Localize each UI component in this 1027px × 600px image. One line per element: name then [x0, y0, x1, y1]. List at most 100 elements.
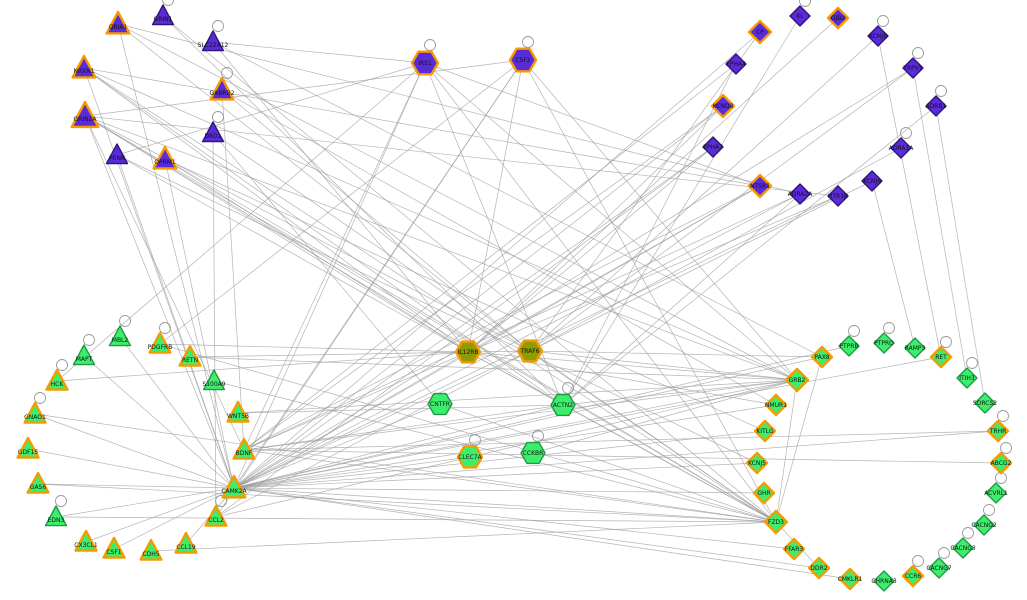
- self-loop: [997, 410, 1009, 422]
- node-WNT5B[interactable]: [226, 400, 250, 423]
- node-TRPV1[interactable]: [902, 57, 924, 79]
- node-EPHA7[interactable]: [702, 136, 724, 158]
- edge: [233, 456, 471, 489]
- node-GRIN1[interactable]: [151, 4, 175, 26]
- node-ABCG2[interactable]: [989, 451, 1013, 475]
- node-layer: [16, 4, 1013, 592]
- node-IRS1[interactable]: [410, 50, 440, 76]
- node-CCL2[interactable]: [204, 504, 228, 527]
- node-DRD1[interactable]: [201, 121, 225, 143]
- edge: [522, 59, 777, 523]
- edge: [119, 336, 235, 489]
- self-loop: [966, 357, 978, 369]
- edge: [233, 350, 531, 489]
- node-CHRNA3[interactable]: [873, 570, 895, 592]
- node-GDF15[interactable]: [16, 436, 40, 459]
- node-ITIH3[interactable]: [956, 367, 978, 389]
- node-GRIA1[interactable]: [105, 10, 131, 35]
- node-GRB2[interactable]: [784, 367, 810, 393]
- edge: [562, 404, 777, 523]
- node-S100A9[interactable]: [202, 369, 226, 391]
- node-HCK[interactable]: [45, 368, 69, 391]
- edge: [113, 487, 235, 550]
- node-KCNQ3[interactable]: [710, 93, 736, 119]
- node-GNAO1[interactable]: [23, 401, 47, 424]
- node-SLC22A12[interactable]: [201, 30, 225, 52]
- self-loop: [55, 495, 67, 507]
- node-ACTN2[interactable]: [550, 393, 576, 417]
- node-EDN3[interactable]: [44, 505, 68, 527]
- node-EPHA4[interactable]: [725, 53, 747, 75]
- node-GABRB2[interactable]: [209, 76, 235, 101]
- node-ADRA1A[interactable]: [890, 137, 912, 159]
- node-FZD3[interactable]: [763, 509, 789, 535]
- node-SORCS2[interactable]: [974, 392, 996, 414]
- node-PAX8[interactable]: [810, 345, 834, 369]
- node-CSF2[interactable]: [508, 47, 538, 73]
- node-RAMP3[interactable]: [904, 337, 926, 359]
- node-RET[interactable]: [929, 345, 953, 369]
- edge: [215, 59, 524, 518]
- node-CX3CL1[interactable]: [74, 529, 98, 552]
- node-FFAR3[interactable]: [782, 537, 806, 561]
- self-loop: [940, 336, 952, 348]
- node-IL12RB[interactable]: [454, 340, 482, 364]
- node-DDR2[interactable]: [807, 556, 831, 580]
- node-TRHR[interactable]: [986, 419, 1010, 443]
- edge: [116, 154, 235, 489]
- node-CSF1[interactable]: [102, 536, 126, 559]
- node-CACNG7[interactable]: [928, 557, 950, 579]
- node-PTPRB[interactable]: [838, 335, 860, 357]
- node-CLEC7A[interactable]: [456, 445, 484, 469]
- node-KCNJ6[interactable]: [861, 170, 883, 192]
- node-PDGFRB[interactable]: [148, 331, 172, 354]
- node-MBL2[interactable]: [108, 325, 132, 347]
- edge: [562, 193, 801, 406]
- node-KCNJ9[interactable]: [867, 25, 889, 47]
- edge: [467, 351, 798, 381]
- node-CAMK2A[interactable]: [221, 474, 247, 499]
- node-MAPT[interactable]: [72, 344, 96, 366]
- node-HTR1B[interactable]: [827, 185, 849, 207]
- node-TRAF6[interactable]: [516, 339, 544, 363]
- node-KITLG[interactable]: [753, 419, 777, 443]
- edge: [233, 404, 777, 489]
- node-BDNF[interactable]: [232, 437, 256, 460]
- self-loop: [212, 111, 224, 123]
- edge: [529, 350, 798, 381]
- node-KL[interactable]: [789, 5, 811, 27]
- edge: [243, 449, 1002, 464]
- node-PENK[interactable]: [105, 143, 129, 165]
- node-RETN[interactable]: [178, 344, 202, 367]
- node-KCNJ5[interactable]: [745, 451, 769, 475]
- node-CNTFR[interactable]: [427, 392, 453, 416]
- node-GJB2[interactable]: [826, 6, 850, 30]
- node-CCL19[interactable]: [174, 531, 198, 554]
- self-loop: [938, 547, 950, 559]
- node-GHR[interactable]: [752, 481, 776, 505]
- edge: [83, 67, 798, 381]
- node-OPRM1[interactable]: [152, 145, 178, 170]
- node-ADRA2A[interactable]: [789, 183, 811, 205]
- node-CP[interactable]: [747, 19, 773, 45]
- node-CACNG2[interactable]: [973, 514, 995, 536]
- node-ADRB1[interactable]: [925, 95, 947, 117]
- edge: [233, 487, 765, 494]
- edge: [877, 35, 942, 358]
- node-ACVRL1[interactable]: [985, 482, 1007, 504]
- edge: [164, 158, 469, 353]
- node-GRIN2A[interactable]: [70, 100, 100, 129]
- node-CCR6[interactable]: [901, 564, 925, 588]
- node-CCKBR[interactable]: [520, 441, 546, 465]
- edge: [83, 67, 235, 489]
- node-PTPRO[interactable]: [873, 332, 895, 354]
- node-GAS6[interactable]: [26, 471, 50, 494]
- node-CMKLR1[interactable]: [838, 567, 862, 591]
- node-NTSR1[interactable]: [747, 173, 773, 199]
- edge: [233, 193, 801, 489]
- node-CDH5[interactable]: [139, 538, 163, 561]
- node-NRXN1[interactable]: [71, 54, 97, 79]
- node-NMUR1[interactable]: [764, 393, 788, 417]
- node-CACNG3[interactable]: [952, 537, 974, 559]
